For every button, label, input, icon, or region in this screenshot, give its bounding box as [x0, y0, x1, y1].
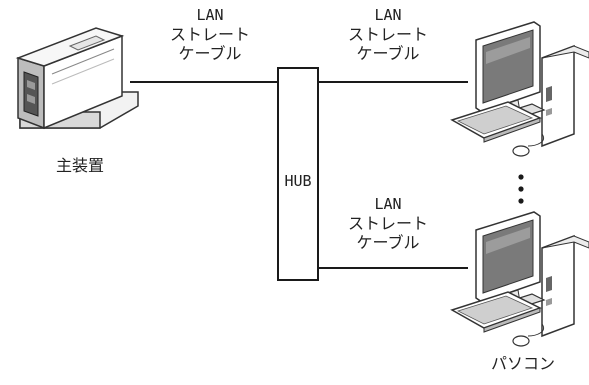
pc-label: パソコン	[490, 354, 555, 373]
cable-label-line3: ケーブル	[356, 44, 420, 63]
cable-label-line2: ストレート	[169, 25, 250, 44]
cable-label-line3: ケーブル	[178, 44, 242, 63]
pc-bottom-icon	[450, 211, 589, 347]
cable-label-hub-to-pc-top: LAN ストレート ケーブル	[333, 6, 443, 63]
cable-label-hub-to-pc-bottom: LAN ストレート ケーブル	[333, 195, 443, 252]
cable-label-line1: LAN	[374, 195, 402, 213]
cable-label-line2: ストレート	[347, 25, 428, 44]
hub-box	[277, 67, 319, 281]
more-devices-ellipsis-icon	[518, 174, 524, 204]
main-unit-icon	[15, 27, 139, 130]
hub-label: HUB	[284, 172, 312, 190]
cable-label-line1: LAN	[374, 6, 402, 24]
cable-label-line3: ケーブル	[356, 233, 420, 252]
cable-label-main-to-hub: LAN ストレート ケーブル	[155, 6, 265, 63]
main-unit-label: 主装置	[55, 156, 104, 175]
cable-label-line2: ストレート	[347, 214, 428, 233]
cable-label-line1: LAN	[196, 6, 224, 24]
pc-top-icon	[450, 21, 589, 157]
